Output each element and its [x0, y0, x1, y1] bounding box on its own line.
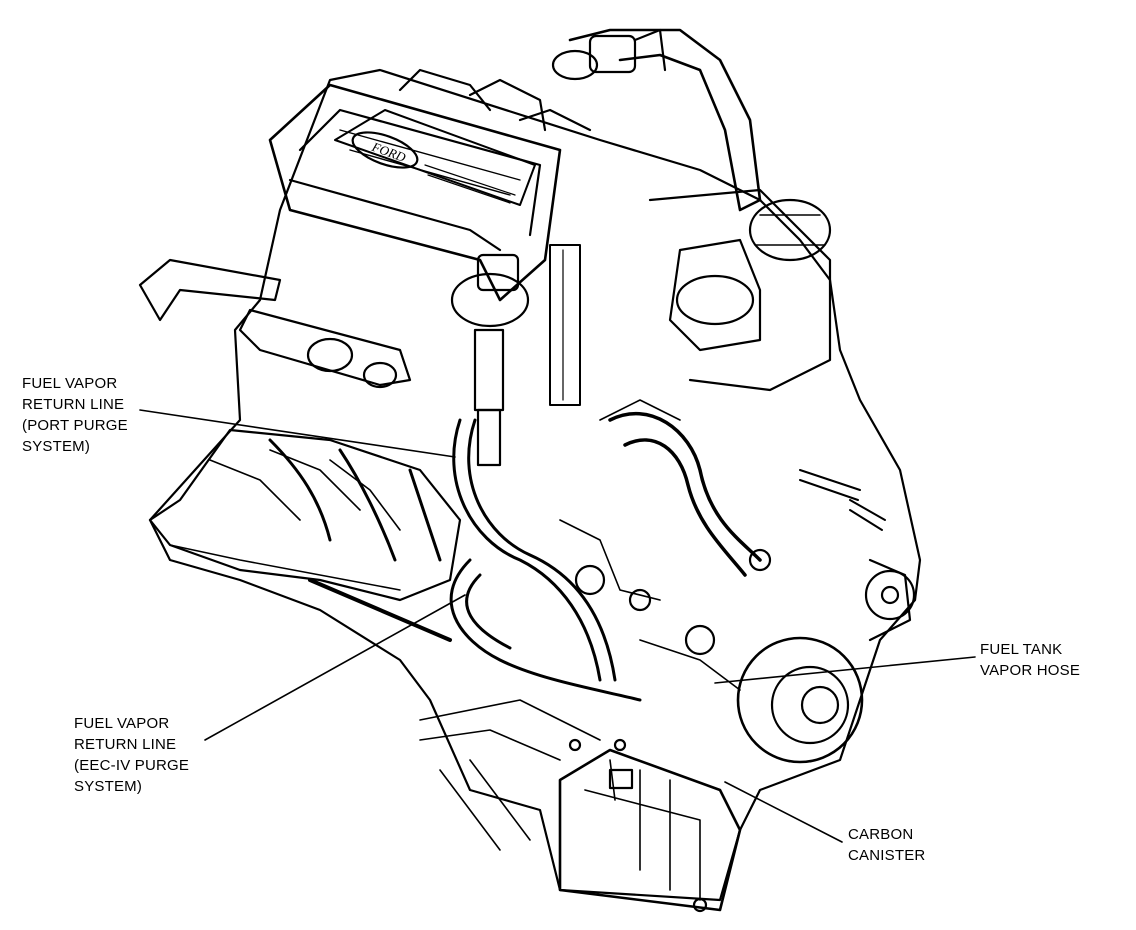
- intake-nameplate: FORD: [334, 109, 536, 206]
- leader-port-purge: [139, 409, 456, 458]
- callout-port-purge-line-1: FUEL VAPOR: [22, 375, 118, 392]
- callout-fuel-tank-hose: FUEL TANK VAPOR HOSE: [980, 639, 1080, 681]
- water-pump-pulley: [736, 636, 864, 764]
- exhaust-manifold: [148, 428, 462, 602]
- callout-eec-purge: FUEL VAPOR RETURN LINE (EEC-IV PURGE SYS…: [74, 713, 189, 797]
- engine-block-outline: [148, 68, 922, 902]
- callout-port-purge-line-4: SYSTEM): [22, 438, 91, 455]
- mount-bolts: [799, 469, 886, 531]
- callout-carbon-canister-line-2: CANISTER: [848, 847, 926, 864]
- leader-carbon-canister: [724, 781, 843, 843]
- plug-wire-3: [408, 468, 442, 562]
- callout-port-purge-line-3: (PORT PURGE: [22, 417, 128, 434]
- throttle-body: [748, 198, 832, 262]
- egr-valve: [450, 272, 530, 328]
- vacuum-hose-loop: [452, 418, 602, 682]
- callout-fuel-tank-hose-line-2: VAPOR HOSE: [980, 662, 1081, 679]
- callout-carbon-canister: CARBON CANISTER: [848, 824, 925, 866]
- plug-wire-2: [338, 448, 397, 562]
- return-hose: [449, 558, 642, 702]
- coolant-tube: [138, 258, 282, 322]
- callout-port-purge: FUEL VAPOR RETURN LINE (PORT PURGE SYSTE…: [22, 373, 128, 457]
- callout-eec-purge-line-3: (EEC-IV PURGE: [74, 757, 190, 774]
- chassis-rail: [419, 699, 601, 851]
- intake-plenum: [268, 83, 562, 302]
- fuel-rail: [238, 308, 412, 387]
- alternator-pulley: [864, 569, 916, 621]
- heater-hose: [608, 412, 762, 562]
- callout-carbon-canister-line-1: CARBON: [848, 826, 914, 843]
- leader-fuel-tank-hose: [714, 656, 976, 684]
- plug-wire-1: [268, 438, 332, 542]
- callout-port-purge-line-2: RETURN LINE: [22, 396, 125, 413]
- distributor: [668, 238, 762, 352]
- air-tube: [568, 28, 762, 212]
- carbon-canister: [558, 748, 742, 912]
- callout-eec-purge-line-2: RETURN LINE: [74, 736, 177, 753]
- callout-eec-purge-line-1: FUEL VAPOR: [74, 715, 170, 732]
- leader-eec-purge: [204, 594, 466, 741]
- callout-eec-purge-line-4: SYSTEM): [74, 778, 143, 795]
- callout-fuel-tank-hose-line-1: FUEL TANK: [980, 641, 1063, 658]
- intake-runners: [398, 68, 592, 132]
- pcv-valve: [551, 49, 599, 81]
